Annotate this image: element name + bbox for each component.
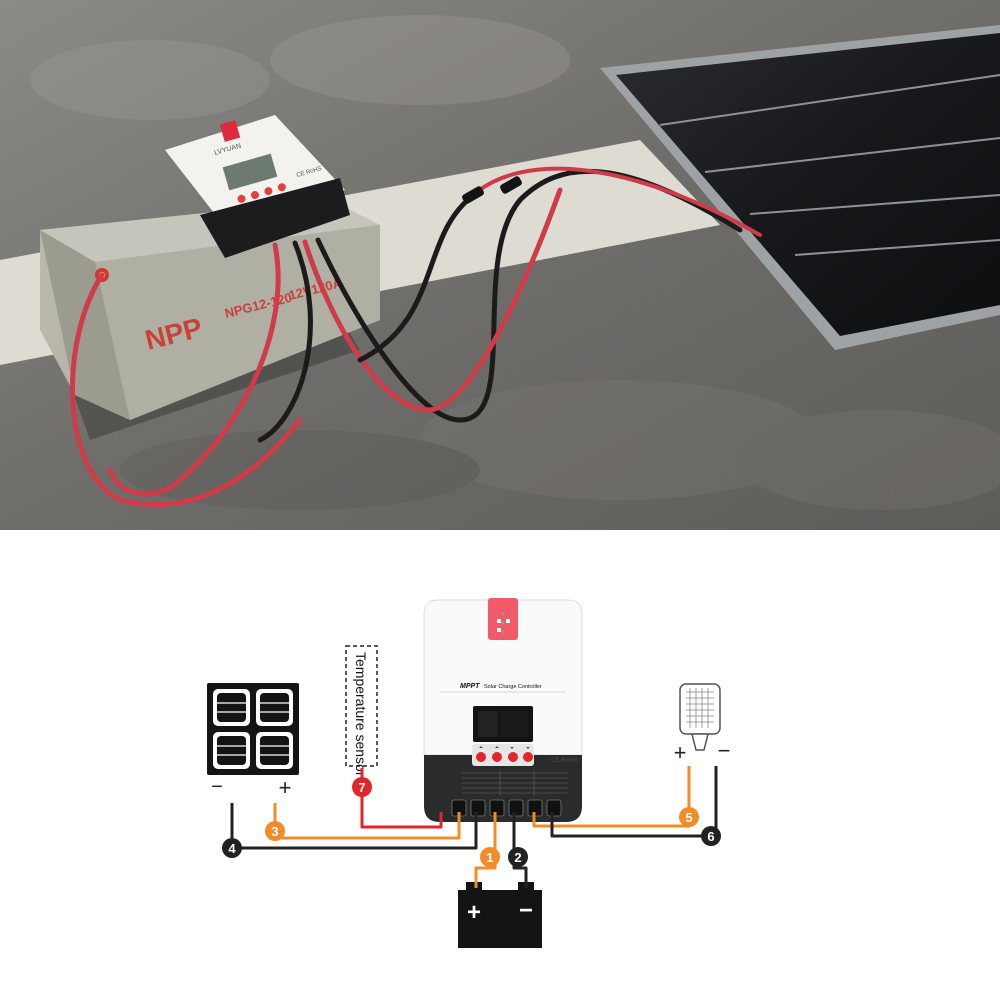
marker-7-label: 7 xyxy=(358,780,365,795)
lamp-icon xyxy=(679,683,721,751)
marker-2: 2 xyxy=(508,847,528,867)
marker-7: 7 xyxy=(352,777,372,797)
temperature-sensor: Temperature sensor xyxy=(345,645,378,777)
panel-minus-label: − xyxy=(211,776,223,798)
controller-left-leds xyxy=(501,612,505,634)
solar-panel-photo xyxy=(600,25,1000,350)
marker-2-label: 2 xyxy=(514,850,521,865)
wires xyxy=(230,766,718,888)
wire-panel-negative xyxy=(230,803,478,850)
controller-cert: CE RoHS xyxy=(551,758,577,764)
wire-panel-positive xyxy=(273,803,461,840)
marker-5-circle xyxy=(679,807,699,827)
marker-6: 6 xyxy=(701,826,721,846)
temperature-sensor-label: Temperature sensor xyxy=(353,652,369,777)
marker-5-label: 5 xyxy=(685,810,692,825)
panel-plus-label: + xyxy=(279,775,292,800)
marker-1-label: 1 xyxy=(486,850,493,865)
marker-3-label: 3 xyxy=(271,824,278,839)
marker-4-circle xyxy=(222,838,242,858)
controller-button-1[interactable] xyxy=(476,752,486,762)
installation-photo: NPP NPG12-120 12V120A LVYUAN CE RoHS xyxy=(0,0,1000,530)
marker-1-circle xyxy=(480,847,500,867)
wire-battery-negative xyxy=(512,812,528,888)
solar-panel-icon xyxy=(207,683,299,775)
controller-buttons xyxy=(472,744,534,766)
marker-4: 4 xyxy=(222,838,242,858)
marker-5: 5 xyxy=(679,807,699,827)
lamp-minus-label: − xyxy=(718,738,731,763)
controller-spec-table xyxy=(462,770,568,796)
marker-4-label: 4 xyxy=(228,841,236,856)
controller-photo: LVYUAN CE RoHS xyxy=(165,115,350,258)
wire-temperature-sensor xyxy=(360,768,443,829)
marker-2-circle xyxy=(508,847,528,867)
marker-6-circle xyxy=(701,826,721,846)
controller-title-brand: MPPT xyxy=(460,683,480,690)
photo-cables xyxy=(69,166,762,507)
battery-minus-label: − xyxy=(519,897,533,924)
battery-plus-label: + xyxy=(467,899,481,926)
marker-6-label: 6 xyxy=(707,829,714,844)
wire-battery-positive xyxy=(474,812,497,888)
wire-load-positive xyxy=(532,766,691,828)
battery-icon xyxy=(458,882,542,948)
controller-button-3[interactable] xyxy=(508,752,518,762)
marker-7-circle xyxy=(352,777,372,797)
marker-3: 3 xyxy=(265,821,285,841)
controller-button-4[interactable] xyxy=(523,752,533,762)
marker-1: 1 xyxy=(480,847,500,867)
marker-3-circle xyxy=(265,821,285,841)
controller-title-text: Solar Charge Controller xyxy=(484,684,542,690)
wire-markers: 1 2 3 4 5 6 7 xyxy=(222,777,721,867)
wire-load-negative xyxy=(550,766,718,838)
controller-accent xyxy=(488,598,518,640)
controller-button-2[interactable] xyxy=(492,752,502,762)
lamp-plus-label: + xyxy=(674,740,687,765)
charge-controller: MPPT Solar Charge Controller CE RoHS xyxy=(423,598,583,822)
